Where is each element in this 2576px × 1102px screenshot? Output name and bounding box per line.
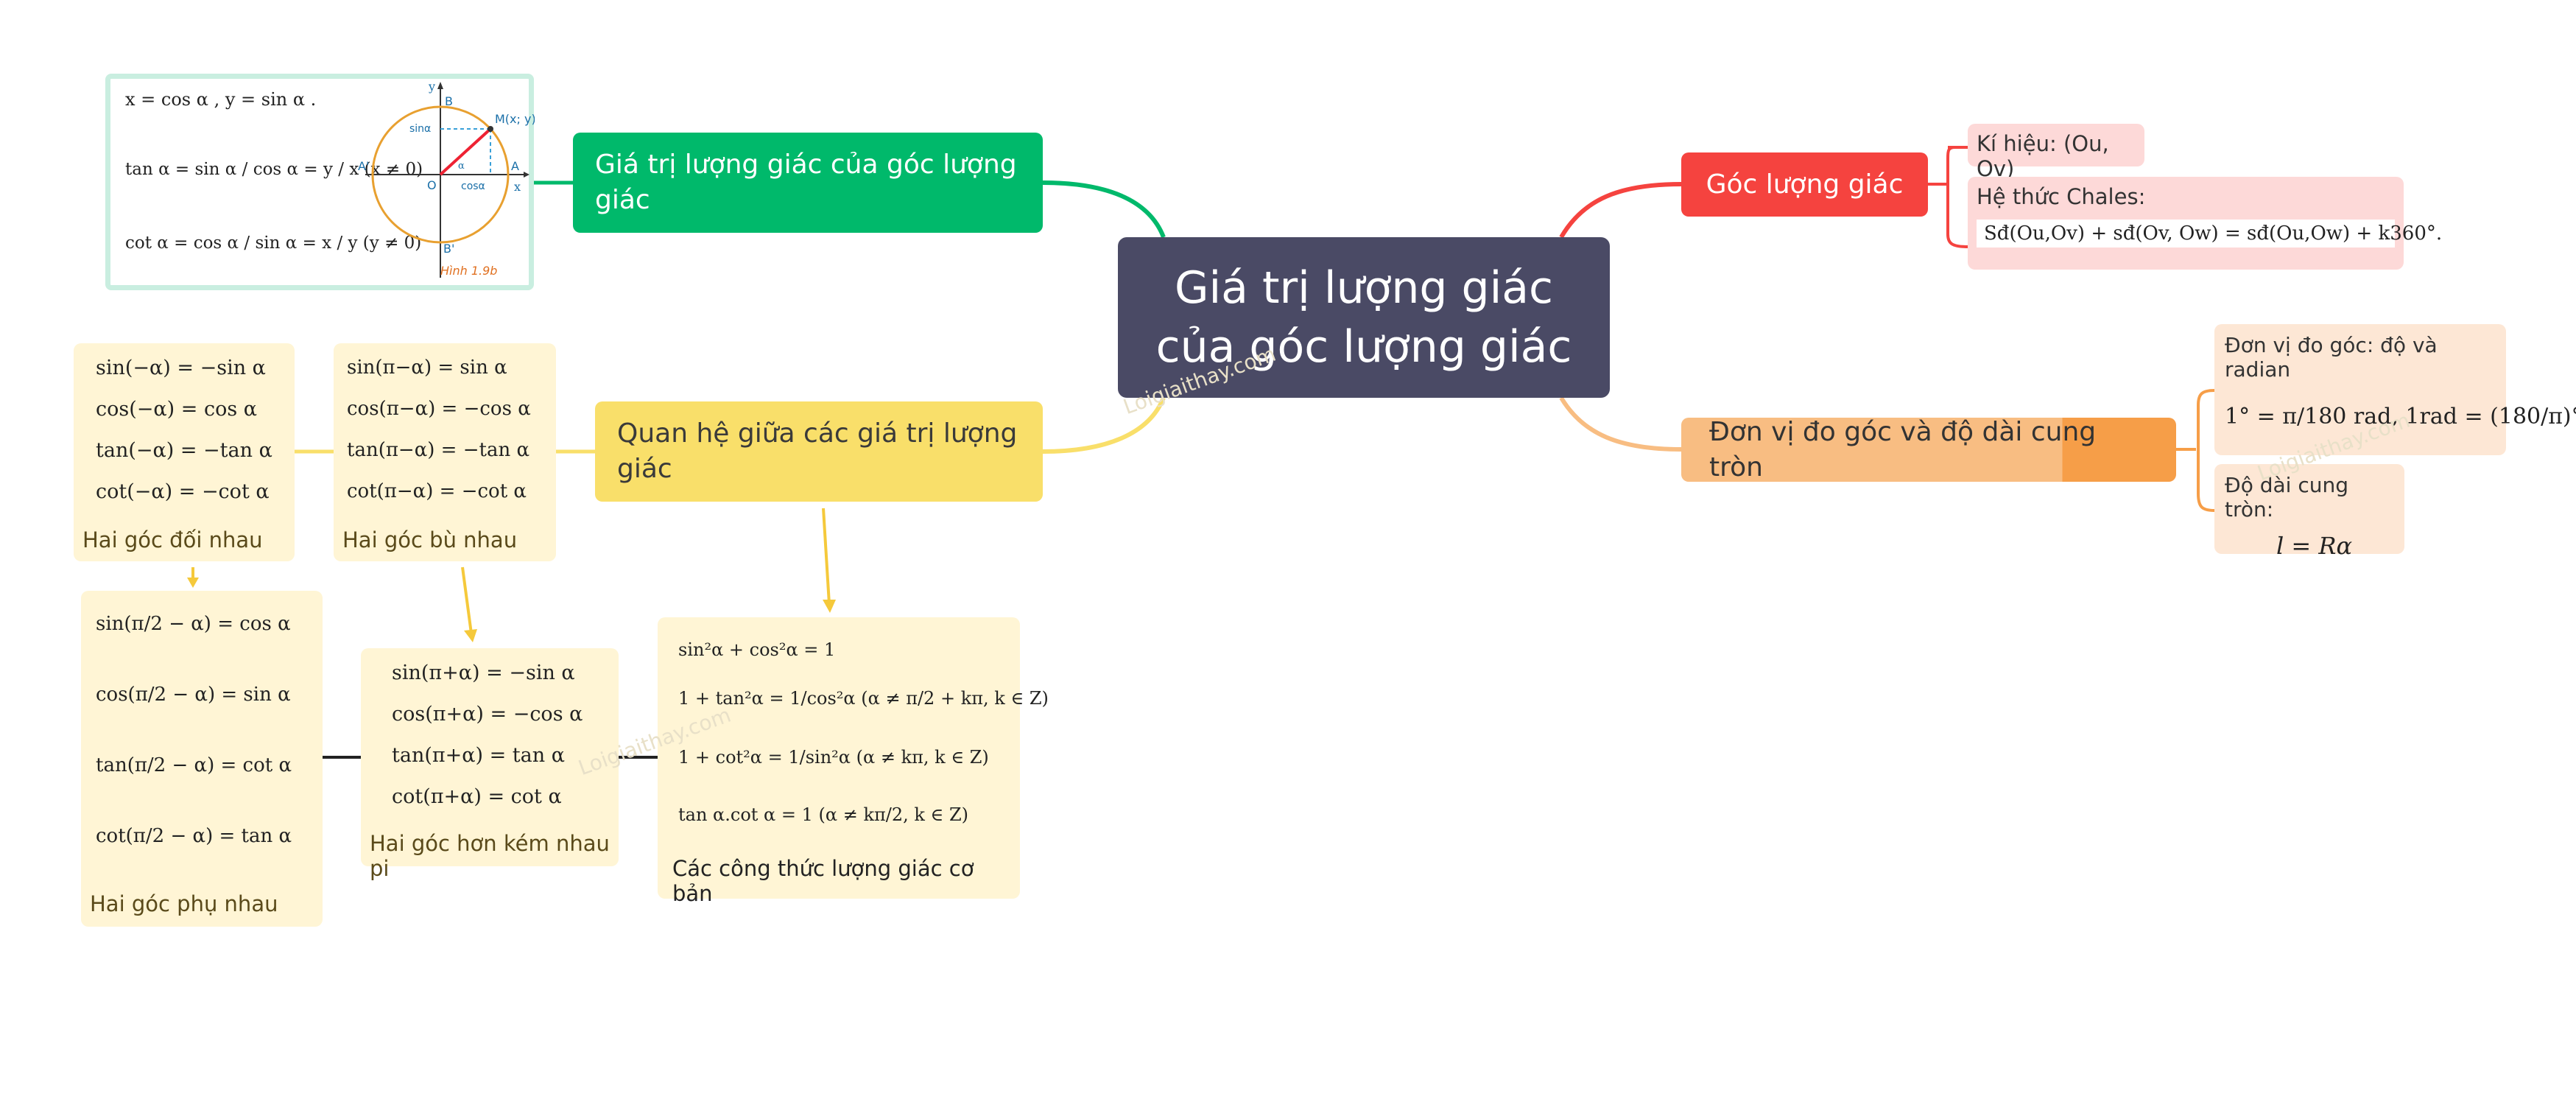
link-central-orange bbox=[1559, 396, 1682, 452]
formula-row: tan(π−α) = −tan α bbox=[347, 439, 530, 461]
pi-difference-label: Hai góc hơn kém nhau pi bbox=[370, 831, 610, 881]
formula-row: sin(π−α) = sin α bbox=[347, 357, 507, 379]
a2-label: A' bbox=[358, 159, 369, 173]
unit-formula: 1° = π/180 rad, 1rad = (180/π)° bbox=[2225, 404, 2576, 429]
chales-formula: Sđ(Ou,Ov) + sđ(Ov, Ow) = sđ(Ou,Ow) + k36… bbox=[1977, 220, 2442, 248]
opposite-angles-node[interactable]: sin(−α) = −sin α cos(−α) = cos α tan(−α)… bbox=[74, 343, 295, 561]
complementary-label: Hai góc phụ nhau bbox=[90, 891, 278, 916]
a-label: A bbox=[511, 159, 519, 173]
supplementary-label: Hai góc bù nhau bbox=[342, 527, 518, 552]
central-line-2: của góc lượng giác bbox=[1155, 321, 1572, 373]
notation-node[interactable]: Kí hiệu: (Ou, Ov) bbox=[1968, 124, 2144, 181]
arrow-supp-pi bbox=[461, 566, 473, 634]
link-central-yellow bbox=[1042, 396, 1166, 454]
notation-text: Kí hiệu: (Ou, Ov) bbox=[1977, 131, 2109, 181]
b-label: B bbox=[445, 94, 453, 108]
formula-row: tan(π+α) = tan α bbox=[392, 744, 565, 767]
chales-node[interactable]: Hệ thức Chales: Sđ(Ou,Ov) + sđ(Ov, Ow) =… bbox=[1968, 177, 2442, 270]
figure-caption: Hình 1.9b bbox=[440, 264, 497, 278]
o-label: O bbox=[427, 178, 437, 192]
formula-row: tan(π/2 − α) = cot α bbox=[96, 754, 292, 776]
unit-circle-figure: x = cos α , y = sin α . tan α = sin α / … bbox=[105, 74, 535, 290]
opposite-label: Hai góc đối nhau bbox=[82, 527, 263, 552]
b2-label: B' bbox=[443, 242, 454, 256]
branch-angle-units[interactable]: Đơn vị đo góc và độ dài cung tròn bbox=[1681, 416, 2176, 482]
formula-row: cot(−α) = −cot α bbox=[96, 480, 270, 503]
alpha-label: α bbox=[458, 161, 465, 172]
formula-row: sin(π+α) = −sin α bbox=[392, 661, 575, 684]
arrow-yellow-basic bbox=[822, 508, 831, 605]
x-axis-label: x bbox=[514, 180, 521, 194]
cot-def: cot α = cos α / sin α = x / y (y ≠ 0) bbox=[125, 234, 422, 253]
complementary-angles-node[interactable]: sin(π/2 − α) = cos α cos(π/2 − α) = sin … bbox=[81, 591, 323, 927]
pi-difference-node[interactable]: sin(π+α) = −sin α cos(π+α) = −cos α tan(… bbox=[361, 648, 619, 881]
link-central-green bbox=[1042, 180, 1166, 239]
formula-row: 1 + cot²α = 1/sin²α (α ≠ kπ, k ∈ Z) bbox=[678, 747, 989, 768]
cos-sin-def: x = cos α , y = sin α . bbox=[125, 89, 317, 110]
unit-node[interactable]: Đơn vị đo góc: độ và radian 1° = π/180 r… bbox=[2214, 324, 2576, 455]
branch-trig-angle[interactable]: Góc lượng giác bbox=[1681, 152, 1928, 217]
formula-row: 1 + tan²α = 1/cos²α (α ≠ π/2 + kπ, k ∈ Z… bbox=[678, 688, 1049, 709]
branch-trig-values[interactable]: Giá trị lượng giác của góc lượng giác bbox=[573, 133, 1043, 233]
formula-row: cot(π−α) = −cot α bbox=[347, 480, 527, 502]
branch-relations-label: Quan hệ giữa các giá trị lượng giác bbox=[617, 418, 1018, 484]
basic-formulas-node[interactable]: sin²α + cos²α = 1 1 + tan²α = 1/cos²α (α… bbox=[658, 617, 1049, 906]
formula-row: sin(π/2 − α) = cos α bbox=[96, 613, 291, 635]
chales-label: Hệ thức Chales: bbox=[1977, 184, 2146, 209]
y-axis-label: y bbox=[428, 80, 435, 94]
branch-angle-units-label: Đơn vị đo góc và độ dài cung tròn bbox=[1709, 416, 2097, 482]
formula-row: cos(−α) = cos α bbox=[96, 398, 257, 421]
unit-circle-icon: M(x; y) sinα cosα α A A' B B' O x y Hình… bbox=[358, 80, 535, 278]
formula-row: cos(π−α) = −cos α bbox=[347, 398, 531, 420]
branch-relations[interactable]: Quan hệ giữa các giá trị lượng giác bbox=[595, 401, 1043, 502]
formula-row: cos(π/2 − α) = sin α bbox=[96, 684, 291, 706]
formula-row: tan α.cot α = 1 (α ≠ kπ/2, k ∈ Z) bbox=[678, 804, 968, 825]
cos-label: cosα bbox=[461, 180, 485, 192]
arc-length-label: Độ dài cung tròn: bbox=[2225, 473, 2348, 522]
unit-label: Đơn vị đo góc: độ và radian bbox=[2225, 333, 2438, 382]
formula-row: cot(π+α) = cot α bbox=[392, 785, 562, 808]
basic-formulas-label: Các công thức lượng giác cơ bản bbox=[672, 856, 974, 906]
formula-row: sin(−α) = −sin α bbox=[96, 357, 266, 379]
central-topic[interactable]: Giá trị lượng giác của góc lượng giác bbox=[1118, 237, 1610, 398]
arc-length-formula: l = Rα bbox=[2276, 532, 2353, 560]
supplementary-angles-node[interactable]: sin(π−α) = sin α cos(π−α) = −cos α tan(π… bbox=[334, 343, 556, 561]
branch-trig-values-label: Giá trị lượng giác của góc lượng giác bbox=[595, 150, 1017, 215]
pt-label: M(x; y) bbox=[495, 112, 535, 126]
link-orange-children bbox=[2176, 389, 2215, 512]
formula-row: cos(π+α) = −cos α bbox=[392, 703, 583, 726]
sin-label: sinα bbox=[409, 123, 431, 135]
formula-row: cot(π/2 − α) = tan α bbox=[96, 825, 292, 847]
arc-length-node[interactable]: Độ dài cung tròn: l = Rα bbox=[2214, 464, 2404, 560]
formula-row: tan(−α) = −tan α bbox=[96, 439, 272, 462]
link-central-red bbox=[1559, 182, 1682, 239]
branch-trig-angle-label: Góc lượng giác bbox=[1706, 169, 1904, 200]
formula-row: sin²α + cos²α = 1 bbox=[678, 639, 836, 660]
link-red-children bbox=[1928, 146, 1968, 248]
central-line-1: Giá trị lượng giác bbox=[1174, 262, 1554, 314]
